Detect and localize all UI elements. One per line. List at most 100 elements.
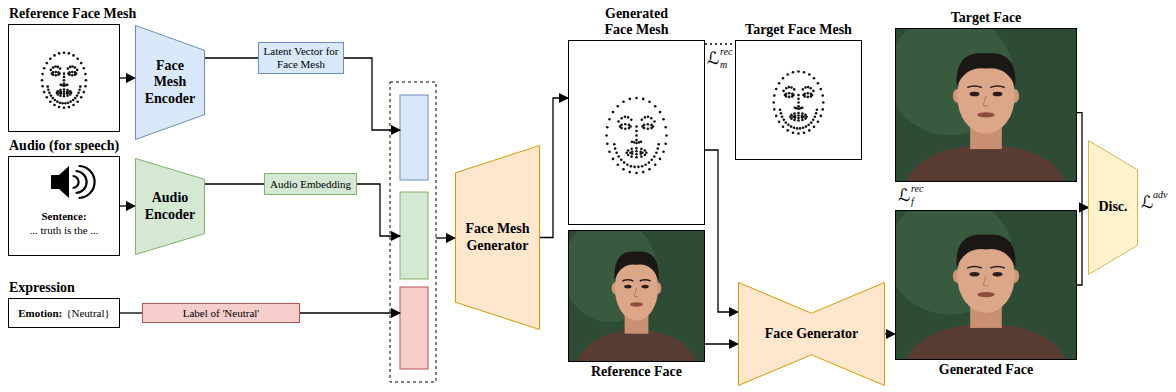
loss-superscript: adv — [1153, 190, 1167, 200]
mesh-dot — [79, 85, 82, 88]
image-heading: Target Face Mesh — [745, 22, 852, 38]
mesh-dot — [793, 112, 796, 115]
photo-eye — [970, 92, 980, 97]
mesh-dot — [793, 88, 796, 91]
concat-wire — [357, 184, 400, 236]
concat-bar — [400, 192, 428, 279]
mesh-dot — [620, 117, 623, 120]
mesh-dot — [791, 92, 794, 95]
block-label: Face Generator — [747, 326, 877, 342]
emotion-value: {Neutral} — [66, 307, 110, 319]
mesh-dot — [804, 117, 807, 120]
mesh-dot — [76, 100, 79, 103]
image-heading: Expression — [9, 280, 75, 296]
block-outline — [136, 26, 205, 140]
mesh-dot — [47, 89, 50, 92]
mesh-dot — [659, 158, 662, 161]
image-heading: Audio (for speech) — [9, 138, 119, 154]
photo-hair — [614, 252, 658, 280]
mesh-dot — [74, 74, 77, 77]
speaker-body — [51, 175, 59, 189]
mesh-dot — [799, 127, 802, 130]
photo-brow — [990, 86, 1004, 88]
mesh-dot — [807, 96, 810, 99]
mesh-dot — [805, 125, 808, 128]
mesh-dot — [653, 155, 656, 158]
mesh-dot — [57, 66, 60, 69]
mesh-dot — [67, 67, 70, 70]
loss-symbol: ℒ — [898, 187, 910, 204]
mesh-dot — [52, 66, 55, 69]
block-label: Face Mesh Generator — [462, 221, 534, 253]
sound-wave — [79, 166, 95, 198]
mesh-dot — [786, 129, 789, 132]
mesh-dot — [612, 158, 615, 161]
mesh-dot — [58, 106, 61, 109]
mesh-dot — [41, 79, 44, 82]
mesh-dot — [822, 101, 825, 104]
mesh-dot — [782, 90, 785, 93]
mesh-dot — [61, 102, 64, 105]
mesh-dot — [633, 166, 636, 169]
connector — [120, 205, 135, 206]
mesh-dot — [43, 91, 46, 94]
mesh-dot — [55, 71, 58, 74]
mesh-dot — [63, 72, 66, 75]
mesh-dot — [787, 124, 790, 127]
connector — [885, 333, 895, 334]
block-outline — [739, 283, 885, 386]
mesh-dot — [628, 124, 631, 127]
mesh-dot — [659, 111, 662, 114]
mesh-dot — [802, 88, 805, 91]
block-label: Disc. — [1090, 199, 1136, 215]
mesh-dot — [797, 101, 800, 104]
block-label: Audio Encoder — [138, 190, 202, 222]
mesh-dot — [803, 131, 806, 134]
mesh-dot — [790, 125, 793, 128]
mesh-dot — [650, 117, 653, 120]
mesh-dot — [50, 69, 53, 72]
mesh-dot — [778, 82, 781, 85]
mesh-dot — [635, 130, 638, 133]
photo-eye — [993, 272, 1003, 276]
block-outline — [1089, 141, 1138, 275]
image-heading: Generated Face Mesh — [596, 6, 678, 38]
mesh-dot — [629, 171, 632, 174]
mesh-dot — [638, 141, 641, 144]
mesh-dot — [641, 118, 644, 121]
mesh-image-box: Reference Face Mesh — [8, 24, 120, 132]
mesh-dot — [613, 143, 616, 146]
mesh-dot — [807, 86, 810, 89]
label-box: Label of 'Neutral' — [142, 303, 300, 323]
mesh-dot — [67, 101, 70, 104]
image-heading: Target Face — [951, 10, 1022, 26]
mesh-dot — [807, 124, 810, 127]
mesh-dot — [791, 95, 794, 98]
mesh-dot — [71, 65, 74, 68]
mesh-dot — [46, 96, 49, 99]
sentence-heading: Sentence: — [9, 209, 119, 223]
mesh-dot — [648, 161, 651, 164]
mesh-dot — [785, 92, 788, 95]
mesh-dot — [788, 92, 791, 95]
photo-shirt — [577, 330, 696, 361]
face-mesh-figure — [9, 25, 119, 131]
photo-brow — [990, 267, 1004, 268]
mesh-dot — [812, 90, 815, 93]
mesh-dot — [803, 71, 806, 74]
mesh-dot — [617, 155, 620, 158]
mesh-dot — [797, 112, 800, 115]
mesh-dot — [644, 149, 647, 152]
mesh-dot — [779, 108, 782, 111]
face-image-box: Target Face — [895, 28, 1077, 182]
photo-brow — [622, 280, 633, 281]
mesh-dot — [52, 71, 55, 74]
mesh-dot — [796, 127, 799, 130]
mesh-dot — [810, 121, 813, 124]
mesh-dot — [772, 101, 775, 104]
mesh-dot — [76, 57, 79, 60]
mesh-dot — [623, 161, 626, 164]
mesh-dot — [85, 79, 88, 82]
mesh-dot — [627, 116, 630, 119]
